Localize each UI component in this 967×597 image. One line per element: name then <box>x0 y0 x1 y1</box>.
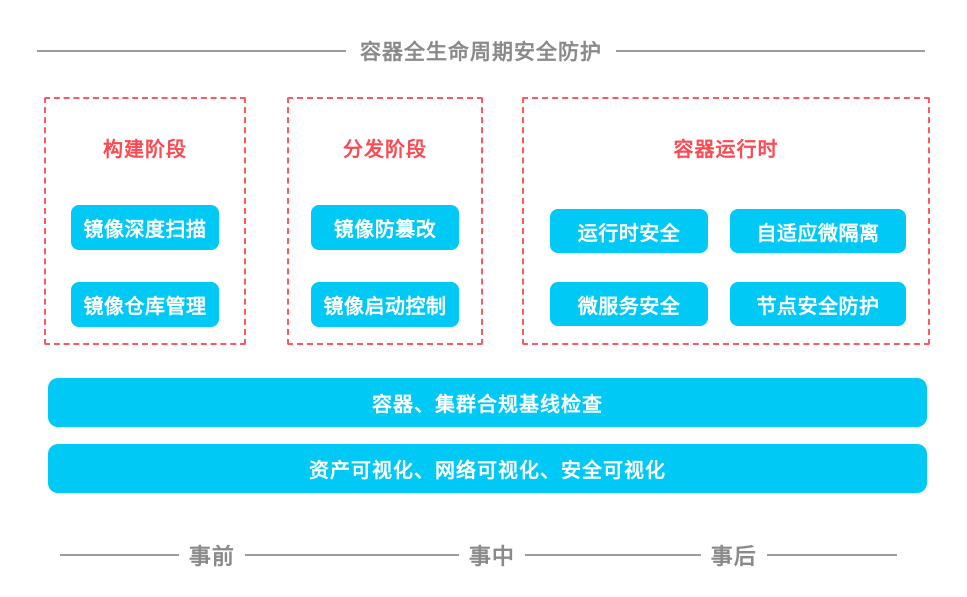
panel-container-runtime: 容器运行时 运行时安全 自适应微隔离 微服务安全 节点安全防护 <box>522 97 930 345</box>
pill-microservice-security: 微服务安全 <box>550 282 708 326</box>
diagram-title: 容器全生命周期安全防护 <box>360 41 602 64</box>
panel-build-stage-title: 构建阶段 <box>103 139 187 161</box>
pill-adaptive-micro-segmentation: 自适应微隔离 <box>730 209 906 253</box>
panel-build-stage: 构建阶段 镜像深度扫描 镜像仓库管理 <box>44 97 246 345</box>
timeline-line-1 <box>60 553 179 557</box>
header-line-right <box>616 50 925 52</box>
timeline-line-4 <box>766 553 898 557</box>
pill-image-registry-management: 镜像仓库管理 <box>71 282 219 327</box>
timeline: 事前 事中 事后 <box>60 541 898 569</box>
compliance-baseline-check-bar: 容器、集群合规基线检查 <box>48 378 927 427</box>
header: 容器全生命周期安全防护 <box>37 38 925 64</box>
timeline-line-3 <box>524 553 701 557</box>
header-line-left <box>37 50 346 52</box>
panel-distribution-stage-title: 分发阶段 <box>343 139 427 161</box>
panel-container-runtime-title: 容器运行时 <box>673 139 779 161</box>
pill-image-deep-scan: 镜像深度扫描 <box>71 205 219 250</box>
timeline-line-2 <box>244 553 459 557</box>
visualization-bar: 资产可视化、网络可视化、安全可视化 <box>48 444 927 493</box>
pill-runtime-security: 运行时安全 <box>550 209 708 253</box>
phase-during: 事中 <box>468 544 515 569</box>
phase-after: 事后 <box>710 544 757 569</box>
phase-before: 事前 <box>188 544 235 569</box>
panel-distribution-stage: 分发阶段 镜像防篡改 镜像启动控制 <box>287 97 483 345</box>
pill-image-launch-control: 镜像启动控制 <box>311 282 459 327</box>
pill-image-anti-tampering: 镜像防篡改 <box>311 205 459 250</box>
pill-node-security-protection: 节点安全防护 <box>730 282 906 326</box>
